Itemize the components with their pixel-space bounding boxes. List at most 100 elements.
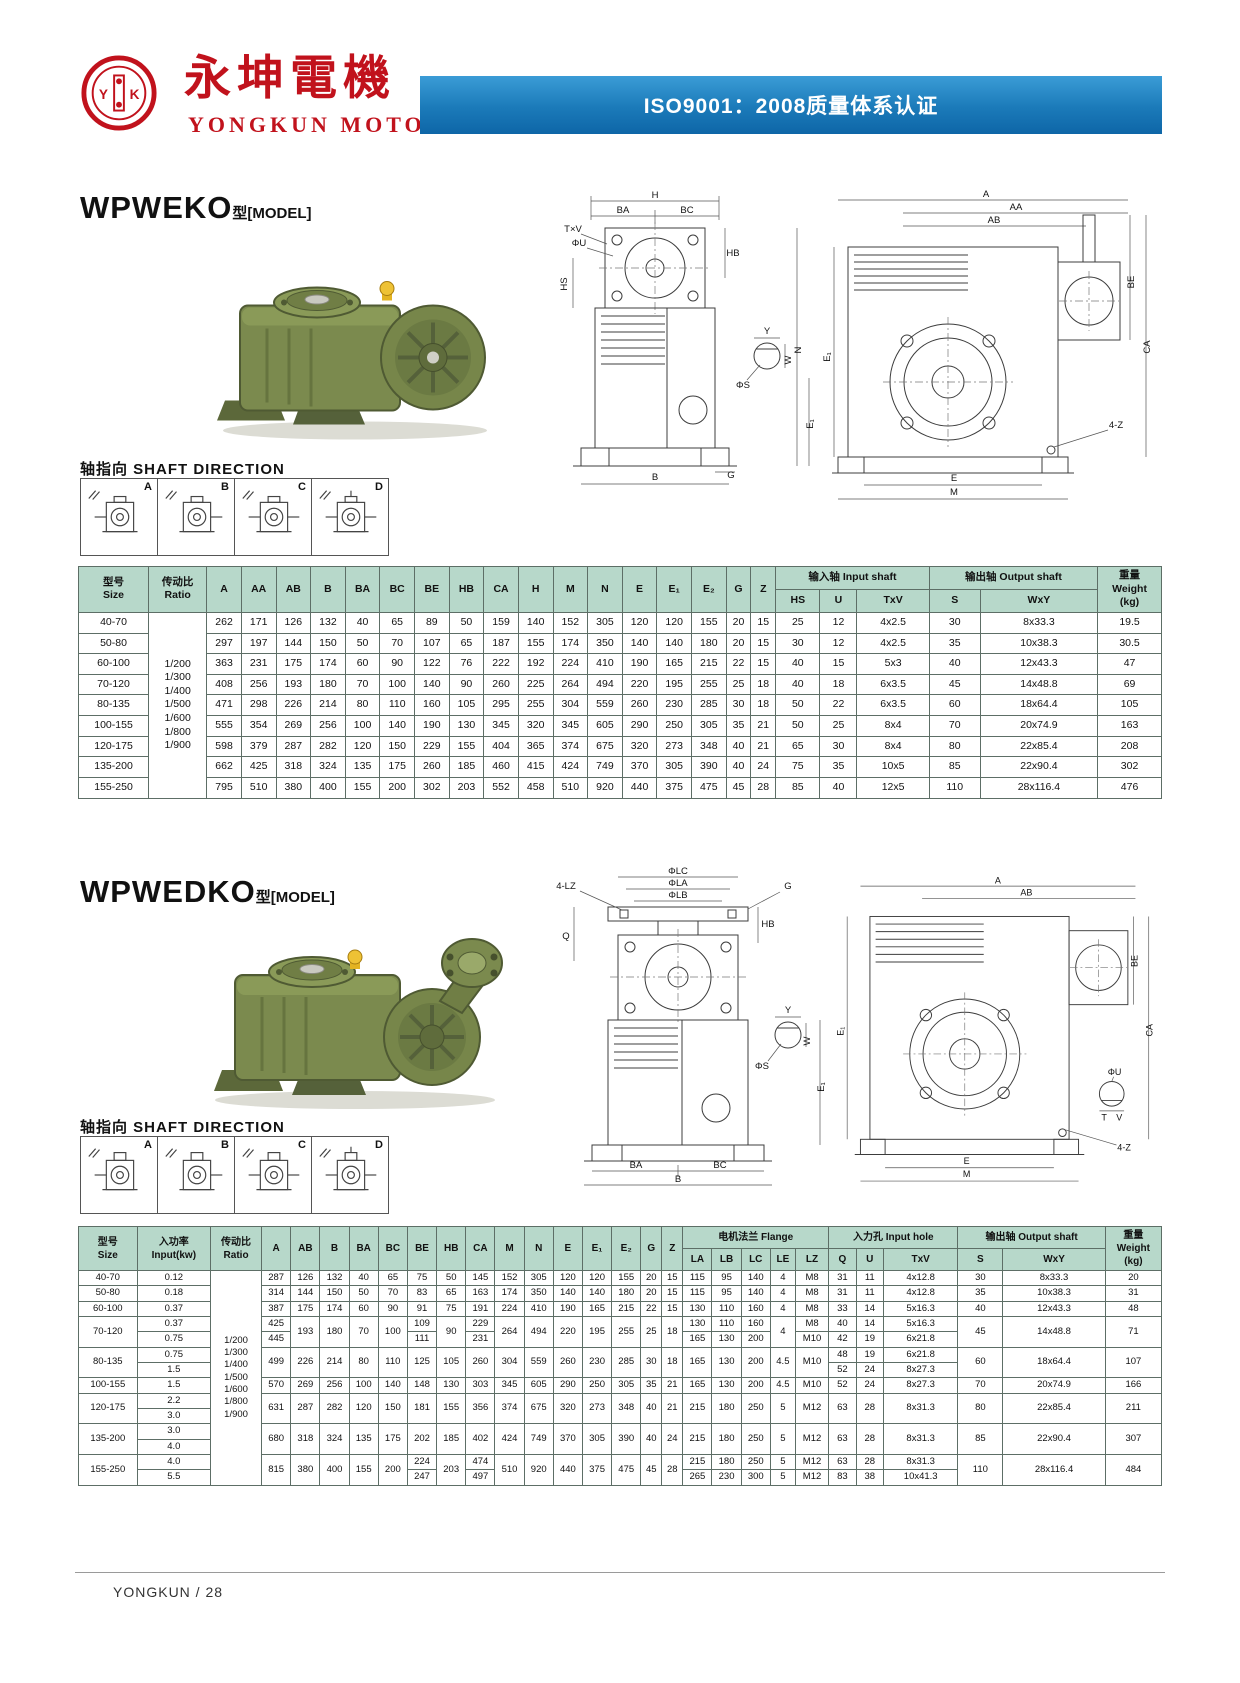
section-title-wpwedko: WPWEDKO型[MODEL] — [80, 874, 335, 910]
header-cell: E₂ — [611, 1226, 642, 1271]
data-cell: 499 — [261, 1346, 292, 1379]
dimension-label: ΦLA — [668, 878, 688, 889]
data-cell: 18 — [819, 673, 858, 696]
data-cell: 363 — [206, 653, 242, 675]
data-cell: 120 — [344, 735, 381, 758]
data-cell: 6x21.8 — [882, 1331, 959, 1348]
data-cell: 140 — [581, 1285, 613, 1302]
data-cell: 494 — [523, 1316, 554, 1348]
data-cell: 10x5 — [856, 756, 930, 779]
header-cell: E₁ — [581, 1226, 613, 1271]
data-cell: 225 — [517, 673, 554, 696]
variant-letter: D — [375, 1139, 383, 1151]
data-cell: 10x38.3 — [1002, 1285, 1106, 1302]
data-cell: 40 — [957, 1300, 1004, 1318]
header-cell: 入力孔 Input hole — [828, 1226, 959, 1249]
dimension-label: Y — [764, 326, 771, 337]
header-cell: Z — [750, 566, 777, 613]
data-cell: 163 — [1097, 715, 1162, 737]
data-cell: 402 — [465, 1423, 496, 1456]
data-cell: 285 — [611, 1346, 642, 1379]
data-cell: M8 — [794, 1269, 830, 1287]
header-cell: H — [517, 566, 554, 613]
data-cell: 255 — [517, 694, 554, 717]
data-cell: 214 — [319, 1346, 350, 1379]
data-cell: 48 — [828, 1346, 857, 1364]
data-cell: 192 — [517, 653, 554, 675]
gearbox-front-icon — [165, 1148, 223, 1191]
data-cell: 40 — [775, 673, 821, 696]
data-cell: 40 — [928, 653, 981, 675]
data-cell: 110 — [957, 1454, 1004, 1486]
data-cell: 110 — [928, 777, 981, 799]
data-cell: 24 — [855, 1377, 884, 1394]
data-cell: 920 — [523, 1454, 554, 1486]
data-cell: 70 — [377, 1285, 408, 1302]
data-cell: 374 — [552, 735, 589, 758]
data-cell: 28x116.4 — [1002, 1454, 1106, 1486]
data-cell: 15 — [750, 653, 777, 675]
data-cell: 226 — [290, 1346, 321, 1379]
data-cell: 370 — [621, 756, 658, 779]
data-cell: 4 — [769, 1316, 796, 1348]
data-cell: 40 — [640, 1392, 663, 1425]
data-cell: 6x3.5 — [856, 673, 930, 696]
data-cell: 85 — [957, 1423, 1004, 1456]
header-cell: BA — [348, 1226, 379, 1271]
data-cell: 33 — [828, 1300, 857, 1318]
data-cell: 50 — [348, 1285, 379, 1302]
data-cell: 20x74.9 — [979, 715, 1099, 737]
data-cell: 348 — [611, 1392, 642, 1425]
shaft-variant-box: C — [234, 1136, 312, 1214]
data-cell: 155 — [448, 735, 485, 758]
data-cell: 105 — [436, 1346, 467, 1379]
data-cell: 76 — [448, 653, 485, 675]
data-cell: 4 — [769, 1269, 796, 1287]
variant-letter: C — [298, 1139, 306, 1151]
data-cell: 187 — [483, 632, 519, 655]
data-cell: 222 — [483, 653, 519, 675]
data-cell: 25 — [819, 715, 858, 737]
data-cell: 155 — [691, 611, 727, 634]
header-cell: U — [855, 1248, 884, 1271]
header-cell: 输出轴 Output shaft — [928, 566, 1099, 590]
data-cell: 65 — [448, 632, 485, 655]
header-cell: Z — [661, 1226, 684, 1271]
data-cell: 191 — [465, 1300, 496, 1318]
data-cell: 425 — [240, 756, 277, 779]
data-cell: 140 — [740, 1285, 771, 1302]
data-cell: 31 — [828, 1269, 857, 1287]
data-cell: 215 — [682, 1454, 713, 1471]
header-cell: HS — [775, 588, 821, 613]
data-cell: 1.5 — [136, 1377, 212, 1394]
data-cell: 4 — [769, 1300, 796, 1318]
data-cell: 200 — [740, 1346, 771, 1379]
data-cell: M8 — [794, 1300, 830, 1318]
dimension-label: CA — [1145, 1024, 1155, 1037]
data-cell: 40 — [640, 1423, 663, 1456]
header-cell: G — [725, 566, 752, 613]
data-cell: 15 — [661, 1300, 684, 1318]
data-cell: 0.75 — [136, 1331, 212, 1348]
data-cell: 749 — [587, 756, 623, 779]
data-cell: 559 — [523, 1346, 554, 1379]
data-cell: 20 — [725, 632, 752, 655]
data-cell: 130 — [682, 1300, 713, 1318]
data-cell: 175 — [275, 653, 312, 675]
data-cell: 21 — [661, 1392, 684, 1425]
data-cell: 135 — [344, 756, 381, 779]
data-cell: 304 — [552, 694, 589, 717]
data-cell: 226 — [275, 694, 312, 717]
data-cell: 203 — [448, 777, 485, 799]
header-cell: A — [206, 566, 242, 613]
data-cell: 324 — [319, 1423, 350, 1456]
variant-letter: B — [221, 1139, 229, 1151]
data-cell: 20 — [640, 1269, 663, 1287]
data-cell: M12 — [794, 1392, 830, 1425]
